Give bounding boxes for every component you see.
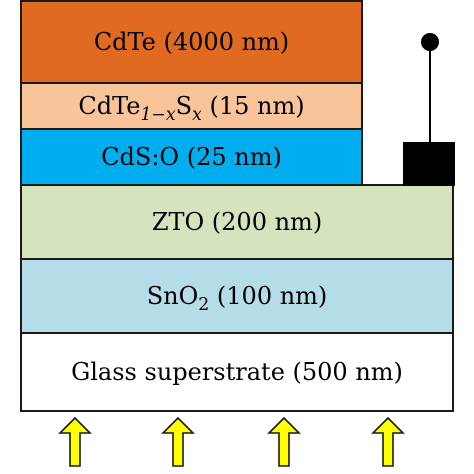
- light-arrow-up-icon: [58, 416, 92, 467]
- sno2-layer: SnO2 (100 nm): [20, 258, 454, 334]
- contact-dot-icon: [421, 33, 439, 51]
- light-arrow-up-icon: [371, 416, 405, 467]
- cdtes-layer-label: CdTe1−xSx (15 nm): [78, 92, 305, 126]
- light-arrow-up-icon: [161, 416, 195, 467]
- sno2-layer-label: SnO2 (100 nm): [146, 282, 328, 316]
- cdte-layer: CdTe (4000 nm): [20, 0, 363, 84]
- zto-layer-label: ZTO (200 nm): [151, 208, 323, 236]
- light-arrow-up-icon: [267, 416, 301, 467]
- cdte-layer-label: CdTe (4000 nm): [93, 28, 290, 56]
- cds-layer-label: CdS:O (25 nm): [101, 143, 282, 171]
- glass-superstrate-layer: Glass superstrate (500 nm): [20, 332, 454, 412]
- glass-layer-label: Glass superstrate (500 nm): [71, 358, 403, 386]
- contact-stem-icon: [429, 48, 431, 144]
- cds-layer: CdS:O (25 nm): [20, 128, 363, 186]
- contact-block-icon: [403, 142, 455, 186]
- zto-layer: ZTO (200 nm): [20, 184, 454, 260]
